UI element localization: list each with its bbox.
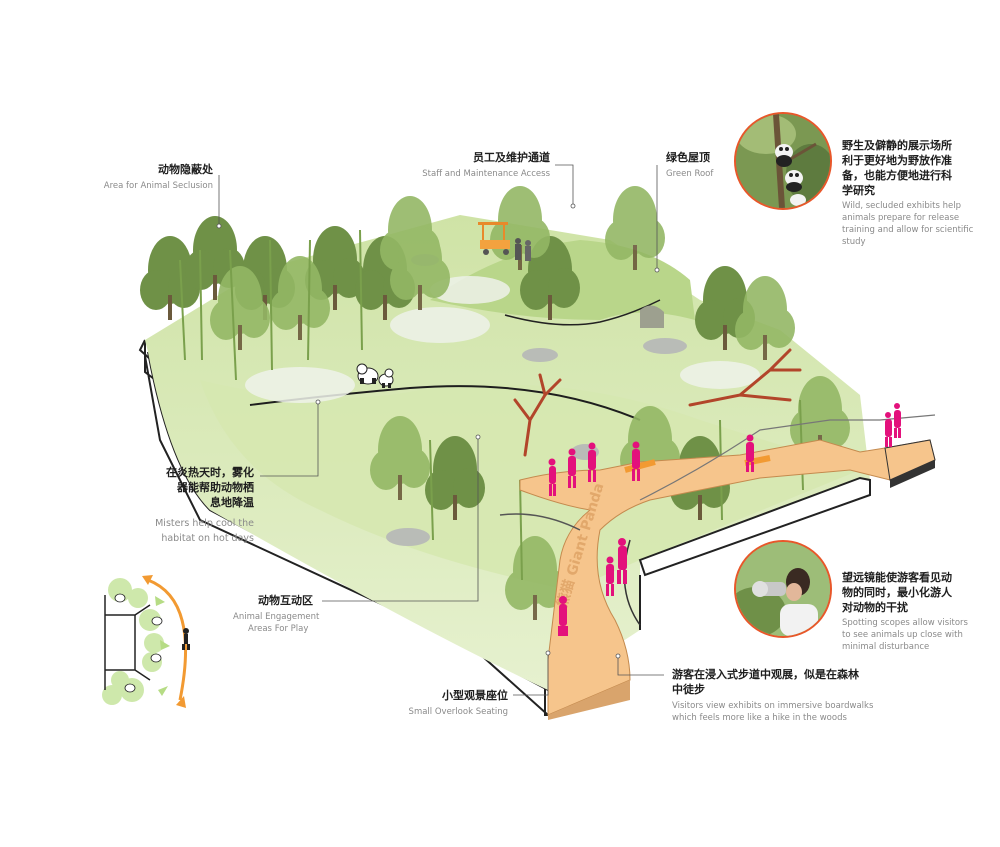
label-spotting-scopes: 望远镜能使游客看见动 物的同时，最小化游人 对动物的干扰 Spotting sc… — [842, 570, 992, 653]
person-icon — [606, 556, 614, 596]
label-green-roof: 绿色屋顶 Green Roof — [666, 150, 746, 180]
label-zh: 中徒步 — [672, 683, 705, 696]
person-icon — [568, 448, 576, 488]
label-engagement: 动物互动区 Animal Engagement Areas For Play — [228, 593, 328, 635]
label-en: minimal disturbance — [842, 642, 930, 652]
label-zh: 对动物的干扰 — [842, 601, 908, 614]
person-icon — [894, 403, 901, 438]
label-en: habitat on hot days — [161, 533, 254, 544]
person-icon — [548, 458, 556, 496]
label-misters: 在炎热天时，雾化 器能帮助动物栖 息地降温 Misters help cool … — [60, 465, 254, 546]
label-zh: 员工及维护通道 — [473, 151, 550, 164]
label-en: Areas For Play — [248, 624, 309, 634]
label-boardwalk: 游客在浸入式步道中观展，似是在森林 中徒步 Visitors view exhi… — [672, 667, 912, 724]
photo-spotting-scope — [734, 540, 832, 638]
person-icon — [617, 538, 627, 584]
inset-plan-diagram — [102, 575, 190, 708]
label-wild-exhibits: 野生及僻静的展示场所 利于更好地为野放作准 备，也能方便地进行科 学研究 Wil… — [842, 138, 992, 248]
panda-icon — [356, 363, 394, 388]
terrain-block — [138, 215, 871, 716]
label-en: Green Roof — [666, 169, 714, 179]
label-zh: 利于更好地为野放作准 — [842, 154, 952, 167]
label-en: which feels more like a hike in the wood… — [672, 713, 847, 723]
leader-lines — [216, 164, 664, 696]
label-en: Staff and Maintenance Access — [422, 169, 550, 179]
label-zh: 备，也能方便地进行科 — [842, 169, 952, 182]
label-en: Area for Animal Seclusion — [103, 181, 213, 191]
label-en: Misters help cool the — [155, 518, 254, 529]
label-zh: 在炎热天时，雾化 — [166, 466, 254, 479]
person-icon — [746, 434, 754, 472]
spotting-scope-icon — [736, 542, 830, 636]
label-zh: 器能帮助动物栖 — [177, 481, 254, 494]
label-zh: 绿色屋顶 — [666, 151, 710, 164]
panda-icon — [736, 114, 830, 208]
person-icon — [558, 596, 568, 636]
cart-icon — [478, 222, 531, 261]
dead-trees — [513, 348, 802, 457]
label-en: Small Overlook Seating — [408, 707, 508, 717]
boardwalk — [499, 414, 936, 720]
label-en: training and allow for scientific — [842, 225, 974, 235]
person-icon — [588, 442, 596, 482]
label-zh: 动物互动区 — [258, 594, 313, 607]
label-en: Animal Engagement — [233, 612, 320, 622]
label-zh: 动物隐蔽处 — [158, 163, 213, 176]
label-seclusion: 动物隐蔽处 Area for Animal Seclusion — [60, 162, 213, 192]
label-zh: 小型观景座位 — [442, 689, 508, 702]
label-zh: 野生及僻静的展示场所 — [842, 139, 952, 152]
label-en: study — [842, 237, 866, 247]
label-staff-access: 员工及维护通道 Staff and Maintenance Access — [400, 150, 550, 180]
person-icon — [885, 412, 892, 447]
label-zh: 物的同时，最小化游人 — [842, 586, 952, 599]
mist-clouds — [245, 276, 760, 403]
label-zh: 游客在浸入式步道中观展，似是在森林 — [672, 668, 859, 681]
label-en: to see animals up close with — [842, 630, 963, 640]
label-en: Visitors view exhibits on immersive boar… — [672, 701, 874, 711]
bamboo — [179, 229, 804, 581]
label-zh: 学研究 — [842, 184, 875, 197]
label-zh: 望远镜能使游客看见动 — [842, 571, 952, 584]
visitors — [548, 403, 901, 636]
photo-panda-tree — [734, 112, 832, 210]
label-zh: 息地降温 — [210, 496, 254, 509]
label-seating: 小型观景座位 Small Overlook Seating — [395, 688, 508, 718]
label-en: Spotting scopes allow visitors — [842, 618, 968, 628]
label-en: animals prepare for release — [842, 213, 960, 223]
label-en: Wild, secluded exhibits help — [842, 201, 961, 211]
person-icon — [632, 441, 640, 481]
